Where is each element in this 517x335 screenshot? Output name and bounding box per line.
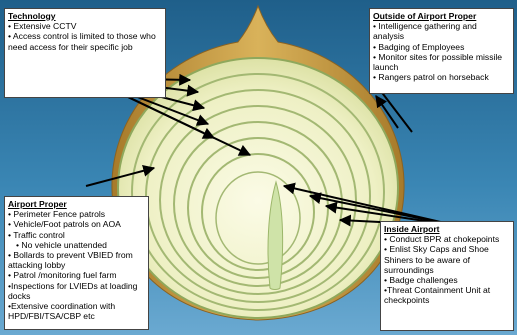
airport-item: • Bollards to prevent VBIED from attacki… <box>8 250 145 270</box>
airport-item: •Inspections for LVIEDs at loading docks <box>8 281 145 301</box>
inside-item: • Badge challenges <box>384 275 510 285</box>
outside-item: • Monitor sites for possible missile lau… <box>373 52 510 72</box>
inside-title: Inside Airport <box>384 224 510 234</box>
airport-title: Airport Proper <box>8 199 145 209</box>
inside-airport-box: Inside Airport • Conduct BPR at chokepoi… <box>380 221 514 331</box>
inside-item: • Conduct BPR at chokepoints <box>384 234 510 244</box>
outside-item: • Rangers patrol on horseback <box>373 72 510 82</box>
airport-item: • Patrol /monitoring fuel farm <box>8 270 145 280</box>
inside-item: •Threat Containment Unit at checkpoints <box>384 285 510 305</box>
outside-airport-box: Outside of Airport Proper • Intelligence… <box>369 8 514 94</box>
airport-proper-box: Airport Proper • Perimeter Fence patrols… <box>4 196 149 330</box>
airport-item: •Extensive coordination with HPD/FBI/TSA… <box>8 301 145 321</box>
technology-item: • Extensive CCTV <box>8 21 162 31</box>
technology-box: Technology • Extensive CCTV • Access con… <box>4 8 166 98</box>
outside-item: • Intelligence gathering and analysis <box>373 21 510 41</box>
technology-item: • Access control is limited to those who… <box>8 31 162 51</box>
airport-item: • Vehicle/Foot patrols on AOA <box>8 219 145 229</box>
airport-item: • No vehicle unattended <box>8 240 145 250</box>
airport-item: • Traffic control <box>8 230 145 240</box>
technology-title: Technology <box>8 11 162 21</box>
outside-title: Outside of Airport Proper <box>373 11 510 21</box>
outside-item: • Badging of Employees <box>373 42 510 52</box>
airport-item: • Perimeter Fence patrols <box>8 209 145 219</box>
inside-item: • Enlist Sky Caps and Shoe Shiners to be… <box>384 244 510 275</box>
